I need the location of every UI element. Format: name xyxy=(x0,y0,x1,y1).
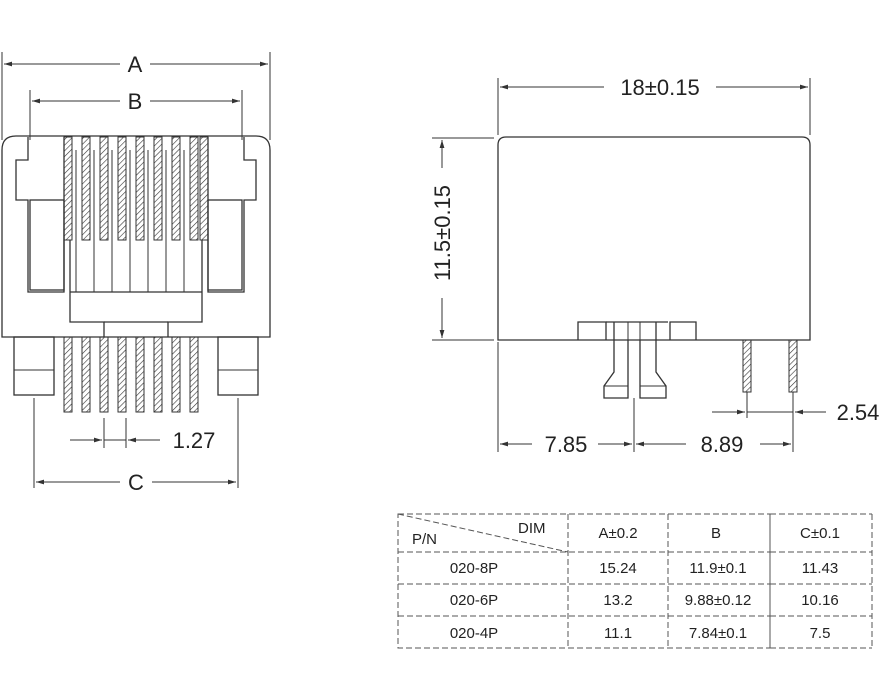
label-a: A xyxy=(128,52,143,77)
front-plug-cavity xyxy=(69,240,203,337)
label-offset-left: 7.85 xyxy=(545,432,588,457)
front-left-inner-wall xyxy=(15,137,65,293)
front-contacts xyxy=(63,136,209,292)
table-col-a: A±0.2 xyxy=(598,525,637,542)
table-row-pn: 020-6P xyxy=(450,592,498,609)
front-right-boardlock xyxy=(217,336,259,396)
side-view xyxy=(432,78,826,452)
table-row-c: 7.5 xyxy=(810,625,831,642)
table-row-a: 13.2 xyxy=(603,592,632,609)
table-row-pn: 020-4P xyxy=(450,625,498,642)
label-height: 11.5±0.15 xyxy=(430,185,455,281)
table-col-b: B xyxy=(711,525,721,542)
table-header-dim: DIM xyxy=(518,520,546,537)
table-row-a: 11.1 xyxy=(604,625,632,642)
side-pin-1 xyxy=(742,339,752,393)
label-b: B xyxy=(128,89,143,114)
front-housing-outline xyxy=(1,135,271,338)
table-col-c: C±0.1 xyxy=(800,525,840,542)
front-left-boardlock xyxy=(13,336,55,396)
table-row-c: 11.43 xyxy=(802,560,838,577)
table-header-diagonal xyxy=(397,513,569,553)
label-pin-spacing: 2.54 xyxy=(837,400,880,425)
side-pin-2 xyxy=(788,339,798,393)
side-standoff xyxy=(577,321,607,340)
front-right-latch xyxy=(207,199,243,291)
table-row-a: 15.24 xyxy=(599,560,637,577)
dimension-table xyxy=(397,513,771,649)
side-housing-outline xyxy=(497,136,811,341)
dimension-table-right xyxy=(770,513,873,649)
table-row-c: 10.16 xyxy=(801,592,839,609)
table-row-b: 9.88±0.12 xyxy=(685,592,752,609)
label-width: 18±0.15 xyxy=(620,75,699,100)
front-pins xyxy=(63,336,199,413)
front-view xyxy=(1,52,271,488)
side-extension-lines xyxy=(432,78,811,452)
front-extension-lines xyxy=(1,52,271,488)
table-row-b: 7.84±0.1 xyxy=(689,625,747,642)
label-pin-pitch: 1.27 xyxy=(173,428,216,453)
front-right-inner-wall xyxy=(207,137,257,293)
label-c: C xyxy=(128,470,144,495)
label-offset-right: 8.89 xyxy=(701,432,744,457)
table-row-pn: 020-8P xyxy=(450,560,498,577)
table-row-b: 11.9±0.1 xyxy=(689,560,746,577)
side-standoff-right xyxy=(669,321,697,340)
side-post xyxy=(603,321,668,399)
table-header-pn: P/N xyxy=(412,531,437,548)
front-left-latch xyxy=(29,199,65,291)
